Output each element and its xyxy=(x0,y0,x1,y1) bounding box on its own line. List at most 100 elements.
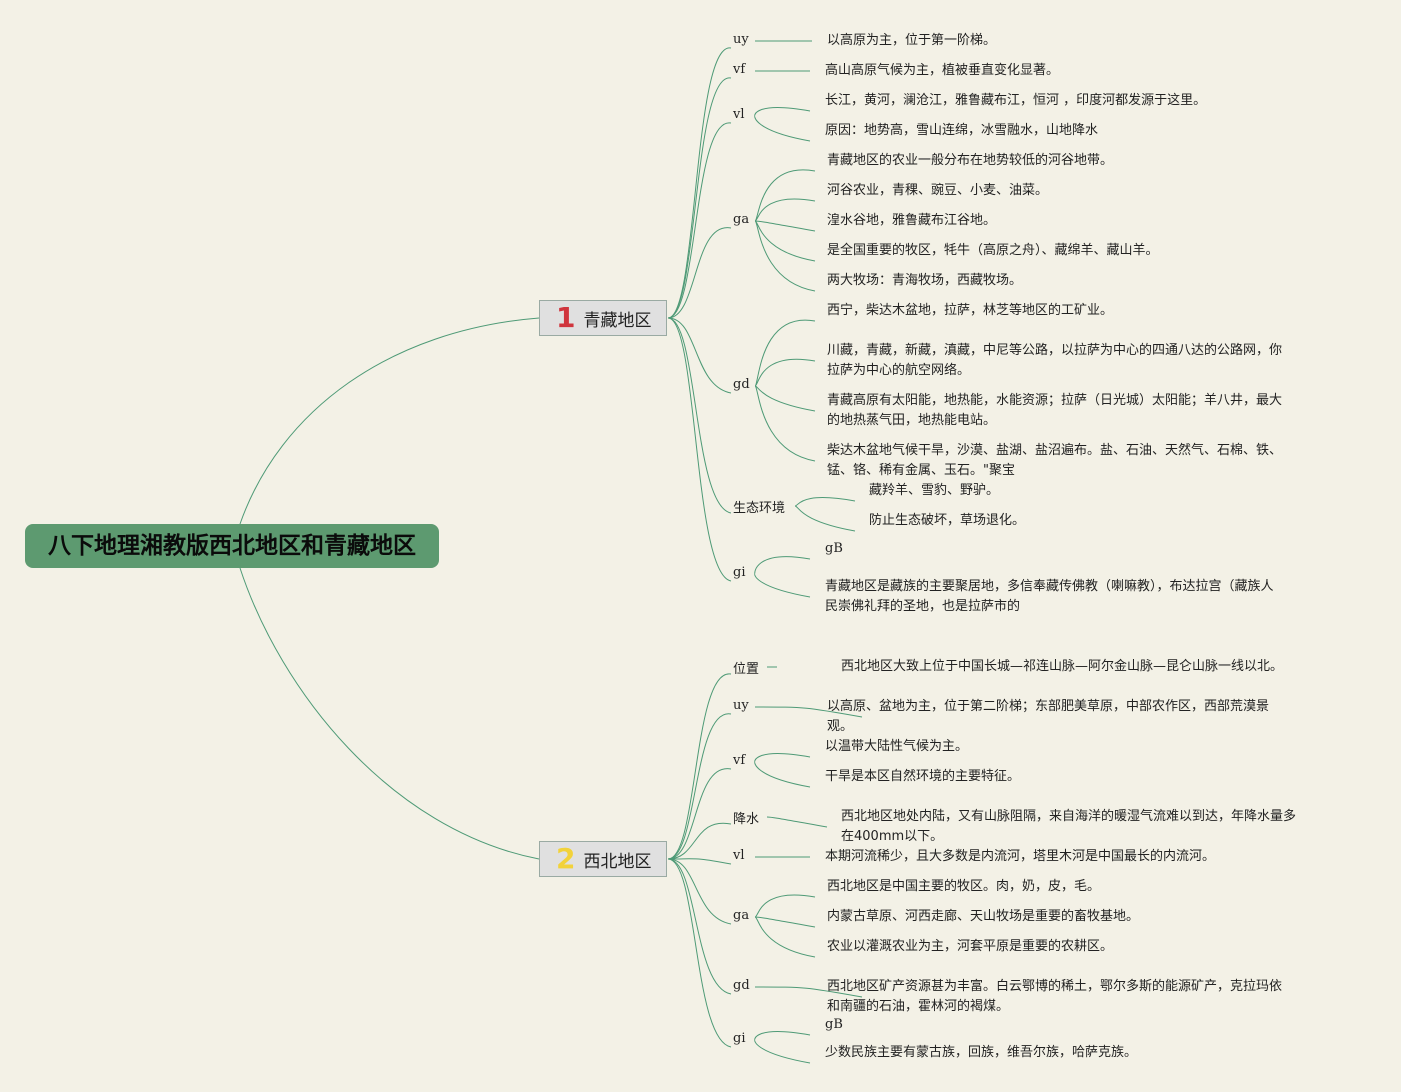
leaf-text[interactable]: 湟水谷地，雅鲁藏布江谷地。 xyxy=(827,211,996,231)
leaf-text[interactable]: 内蒙古草原、河西走廊、天山牧场是重要的畜牧基地。 xyxy=(827,907,1139,927)
leaf-text[interactable]: 西北地区大致上位于中国长城—祁连山脉—阿尔金山脉—昆仑山脉一线以北。 xyxy=(841,657,1283,677)
region-name: 西北地区 xyxy=(583,851,652,872)
leaf-line: 以高原为主，位于第一阶梯。 xyxy=(827,33,997,48)
leaf-line: 西宁，柴达木盆地，拉萨，林芝等地区的工矿业。 xyxy=(827,303,1114,318)
leaf-link xyxy=(754,1039,811,1064)
root-topic[interactable]: 八下地理湘教版西北地区和青藏地区 xyxy=(25,524,439,568)
leaf-link xyxy=(754,220,816,232)
leaf-text[interactable]: 以高原、盆地为主，位于第二阶梯；东部肥美草原，中部农作区，西部荒漠景观。 xyxy=(827,697,1269,737)
branch-label[interactable]: gi xyxy=(733,565,746,580)
leaf-text[interactable]: gB xyxy=(825,539,843,559)
leaf-line: 是全国重要的牧区，牦牛（高原之舟）、藏绵羊、藏山羊。 xyxy=(827,243,1159,258)
leaf-line: 拉萨为中心的航空网络。 xyxy=(827,363,971,378)
leaf-link xyxy=(754,916,816,928)
branch-label[interactable]: uy xyxy=(733,32,749,47)
leaf-line: 高山高原气候为主，植被垂直变化显著。 xyxy=(825,63,1060,78)
branch-link xyxy=(667,858,732,995)
leaf-text[interactable]: 西宁，柴达木盆地，拉萨，林芝等地区的工矿业。 xyxy=(827,301,1113,321)
leaf-text[interactable]: 青藏高原有太阳能，地热能，水能资源；拉萨（日光城）太阳能；羊八井，最大的地热蒸气… xyxy=(827,391,1282,431)
leaf-line: 西北地区是中国主要的牧区。肉，奶，皮，毛。 xyxy=(827,879,1101,894)
leaf-line: 川藏，青藏，新藏，滇藏，中尼等公路，以拉萨为中心的四通八达的公路网，你 xyxy=(827,343,1283,358)
leaf-link xyxy=(754,753,811,763)
branch-label[interactable]: uy xyxy=(733,698,749,713)
leaf-text[interactable]: 柴达木盆地气候干旱，沙漠、盐湖、盐沼遍布。盐、石油、天然气、石棉、铁、锰、铬、稀… xyxy=(827,441,1282,481)
branch-label[interactable]: 降水 xyxy=(733,812,760,827)
branch-label[interactable]: gd xyxy=(733,377,750,392)
leaf-text[interactable]: 本期河流稀少，且大多数是内流河，塔里木河是中国最长的内流河。 xyxy=(825,847,1215,867)
leaf-line: 以温带大陆性气候为主。 xyxy=(825,739,969,754)
leaf-line: 民崇佛礼拜的圣地，也是拉萨市的 xyxy=(825,599,1021,614)
leaf-text[interactable]: 以高原为主，位于第一阶梯。 xyxy=(827,31,996,51)
leaf-line: 锰、铬、稀有金属、玉石。"聚宝 xyxy=(827,463,1015,478)
leaf-link xyxy=(766,816,828,828)
leaf-text[interactable]: 防止生态破坏，草场退化。 xyxy=(869,511,1025,531)
branch-label[interactable]: vf xyxy=(733,753,746,768)
leaf-text[interactable]: 长江，黄河，澜沧江，雅鲁藏布江，恒河 ，印度河都发源于这里。 xyxy=(825,91,1206,111)
leaf-link xyxy=(754,573,811,598)
branch-link xyxy=(667,768,732,860)
leaf-text[interactable]: 西北地区矿产资源甚为丰富。白云鄂博的稀土，鄂尔多斯的能源矿产，克拉玛依和南疆的石… xyxy=(827,977,1282,1017)
branch-link xyxy=(667,822,732,860)
branch-label[interactable]: 位置 xyxy=(733,662,760,677)
leaf-text[interactable]: 青藏地区是藏族的主要聚居地，多信奉藏传佛教（喇嘛教），布达拉宫（藏族人民崇佛礼拜… xyxy=(825,577,1274,617)
leaf-line: 西北地区矿产资源甚为丰富。白云鄂博的稀土，鄂尔多斯的能源矿产，克拉玛依 xyxy=(827,979,1283,994)
leaf-line: 青藏高原有太阳能，地热能，水能资源；拉萨（日光城）太阳能；羊八井，最大 xyxy=(827,393,1283,408)
leaf-text[interactable]: 少数民族主要有蒙古族，回族，维吾尔族，哈萨克族。 xyxy=(825,1043,1137,1063)
branch-link xyxy=(667,858,732,925)
branch-label[interactable]: gd xyxy=(733,978,750,993)
leaf-link xyxy=(754,761,811,788)
branch-label[interactable]: vl xyxy=(733,848,745,863)
leaf-text[interactable]: gB xyxy=(825,1015,843,1035)
branch-link xyxy=(667,713,732,860)
leaf-line: 柴达木盆地气候干旱，沙漠、盐湖、盐沼遍布。盐、石油、天然气、石棉、铁、 xyxy=(827,443,1283,458)
leaf-line: 青藏地区的农业一般分布在地势较低的河谷地带。 xyxy=(827,153,1114,168)
branch-label[interactable]: vl xyxy=(733,107,745,122)
leaf-link xyxy=(754,916,816,958)
region-node-qingzang[interactable]: 1 青藏地区 xyxy=(539,300,667,336)
branch-link xyxy=(667,122,732,319)
leaf-text[interactable]: 西北地区是中国主要的牧区。肉，奶，皮，毛。 xyxy=(827,877,1100,897)
leaf-link xyxy=(754,319,816,387)
leaf-text[interactable]: 西北地区地处内陆，又有山脉阻隔，来自海洋的暖湿气流难以到达，年降水量多在400m… xyxy=(841,807,1296,847)
branch-label[interactable]: vf xyxy=(733,62,746,77)
leaf-link xyxy=(754,986,863,998)
leaf-text[interactable]: 是全国重要的牧区，牦牛（高原之舟）、藏绵羊、藏山羊。 xyxy=(827,241,1159,261)
leaf-line: 两大牧场：青海牧场，西藏牧场。 xyxy=(827,273,1023,288)
leaf-line: 防止生态破坏，草场退化。 xyxy=(869,513,1026,528)
leaf-link xyxy=(754,198,816,222)
leaf-text[interactable]: 农业以灌溉农业为主，河套平原是重要的农耕区。 xyxy=(827,937,1113,957)
region-number-badge: 1 xyxy=(556,301,576,334)
leaf-line: 西北地区地处内陆，又有山脉阻隔，来自海洋的暖湿气流难以到达，年降水量多 xyxy=(841,809,1297,824)
branch-link xyxy=(667,858,732,1048)
leaf-link xyxy=(754,220,816,292)
branch-label[interactable]: ga xyxy=(733,212,750,227)
leaf-line: 青藏地区是藏族的主要聚居地，多信奉藏传佛教（喇嘛教），布达拉宫（藏族人 xyxy=(825,579,1274,594)
leaf-line: 本期河流稀少，且大多数是内流河，塔里木河是中国最长的内流河。 xyxy=(825,849,1216,864)
branch-label[interactable]: 生态环境 xyxy=(733,501,786,516)
leaf-line: 藏羚羊、雪豹、野驴。 xyxy=(869,483,1000,498)
region-node-xibei[interactable]: 2 西北地区 xyxy=(539,841,667,877)
leaf-text[interactable]: 青藏地区的农业一般分布在地势较低的河谷地带。 xyxy=(827,151,1113,171)
root-link-xibei xyxy=(239,567,540,860)
leaf-link xyxy=(754,358,816,387)
leaf-text[interactable]: 干旱是本区自然环境的主要特征。 xyxy=(825,767,1020,787)
leaf-link xyxy=(754,385,816,462)
leaf-text[interactable]: 原因：地势高，雪山连绵，冰雪融水，山地降水 xyxy=(825,121,1098,141)
leaf-text[interactable]: 藏羚羊、雪豹、野驴。 xyxy=(869,481,999,501)
leaf-line: gB xyxy=(825,1017,843,1032)
leaf-link xyxy=(754,220,816,262)
leaf-text[interactable]: 以温带大陆性气候为主。 xyxy=(825,737,968,757)
branch-link xyxy=(667,673,732,860)
leaf-link xyxy=(754,107,811,117)
leaf-link xyxy=(754,115,811,142)
leaf-text[interactable]: 川藏，青藏，新藏，滇藏，中尼等公路，以拉萨为中心的四通八达的公路网，你拉萨为中心… xyxy=(827,341,1282,381)
leaf-link xyxy=(754,894,816,918)
branch-label[interactable]: gi xyxy=(733,1031,746,1046)
branch-label[interactable]: ga xyxy=(733,908,750,923)
leaf-link xyxy=(754,169,816,222)
leaf-text[interactable]: 两大牧场：青海牧场，西藏牧场。 xyxy=(827,271,1022,291)
leaf-line: 农业以灌溉农业为主，河套平原是重要的农耕区。 xyxy=(827,939,1114,954)
leaf-line: 干旱是本区自然环境的主要特征。 xyxy=(825,769,1021,784)
leaf-text[interactable]: 河谷农业，青稞、豌豆、小麦、油菜。 xyxy=(827,181,1048,201)
leaf-text[interactable]: 高山高原气候为主，植被垂直变化显著。 xyxy=(825,61,1059,81)
